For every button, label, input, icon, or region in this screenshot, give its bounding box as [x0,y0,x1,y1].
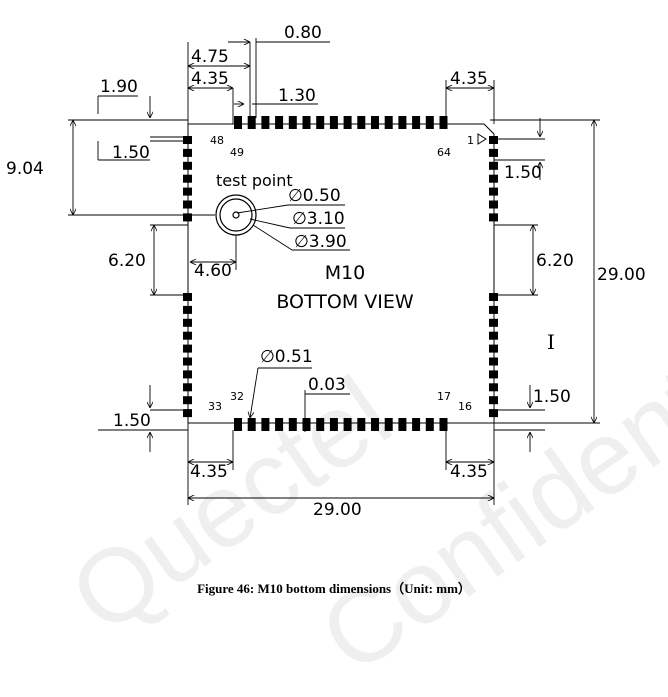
dim-150-right-top: 1.50 [504,163,542,183]
pad-top [398,116,407,129]
pin-16: 16 [458,400,472,413]
pad-top [439,116,448,129]
pad-top [288,116,297,129]
dim-460: 4.60 [194,261,232,281]
dim-190: 1.90 [100,77,138,97]
pad-top [425,116,434,129]
pad-top [302,116,311,129]
pin1-marker [477,133,487,145]
pad-bottom [425,418,434,431]
pad-top [316,116,325,129]
dim-130: 1.30 [278,86,316,106]
dim-2900-right: 29.00 [597,265,646,285]
pad-top [371,116,379,129]
dim-2900-bottom: 29.00 [313,500,362,520]
dim-435-bottom-left: 4.35 [190,462,228,482]
pad-top [357,116,366,129]
pad-top [275,116,284,129]
module-title: M10 [325,262,366,284]
text-cursor-icon: I [547,330,555,354]
pad-top [384,116,393,129]
pad-bottom [439,418,448,431]
dim-620-left: 6.20 [108,251,146,271]
dim-051: ∅0.51 [260,347,313,367]
pin-1: 1 [467,134,474,147]
dim-310: ∅3.10 [292,209,345,229]
dim-435-top-left: 4.35 [191,69,229,89]
pin-32: 32 [230,390,244,403]
pad-bottom [288,418,297,431]
pad-bottom [357,418,366,431]
dimension-labels: 0.80 4.75 4.35 1.30 4.35 1.90 1.50 9.04 … [6,23,646,520]
pad-bottom [329,418,338,431]
bottom-view-drawing: 0.80 4.75 4.35 1.30 4.35 1.90 1.50 9.04 … [6,23,646,520]
dim-435-bottom-right: 4.35 [450,462,488,482]
pin-64: 64 [437,146,451,159]
pin-33: 33 [208,400,222,413]
module-subtitle: BOTTOM VIEW [276,291,414,313]
dim-620-right: 6.20 [536,251,574,271]
module-outline [187,123,495,424]
dim-904: 9.04 [6,159,44,179]
figure-caption: Figure 46: M10 bottom dimensions（Unit: m… [197,581,471,596]
test-point [215,194,257,236]
pad-bottom [261,418,270,431]
dim-050: ∅0.50 [288,186,341,206]
pad-top [261,116,270,129]
dim-003: 0.03 [308,375,346,395]
dim-150-left-bottom: 1.50 [113,411,151,431]
dim-390: ∅3.90 [294,232,347,252]
test-point-label: test point [216,171,293,190]
dim-150-right-bottom: 1.50 [533,387,571,407]
dim-080: 0.80 [284,23,322,43]
pad-bottom [247,418,256,431]
pin-number-labels: 48 49 64 1 33 32 17 16 [208,134,474,413]
pad-top [247,116,256,129]
pad-bottom [343,418,352,431]
pad-bottom [275,418,284,431]
pin-49: 49 [230,146,244,159]
pad-bottom [302,418,311,431]
pad-bottom [371,418,379,431]
pad-bottom [316,418,325,431]
pad-top [343,116,352,129]
dim-435-top-right: 4.35 [450,69,488,89]
pad-top [234,116,242,129]
pad-bottom [234,418,242,431]
pad-top [412,116,421,129]
dimension-lines [68,38,600,505]
dim-150-left-top: 1.50 [112,143,150,163]
pad-top [329,116,338,129]
pad-bottom [412,418,421,431]
pin-17: 17 [437,390,451,403]
pad-bottom [384,418,393,431]
pad-bottom [398,418,407,431]
pin-48: 48 [210,134,224,147]
dim-475: 4.75 [191,47,229,67]
